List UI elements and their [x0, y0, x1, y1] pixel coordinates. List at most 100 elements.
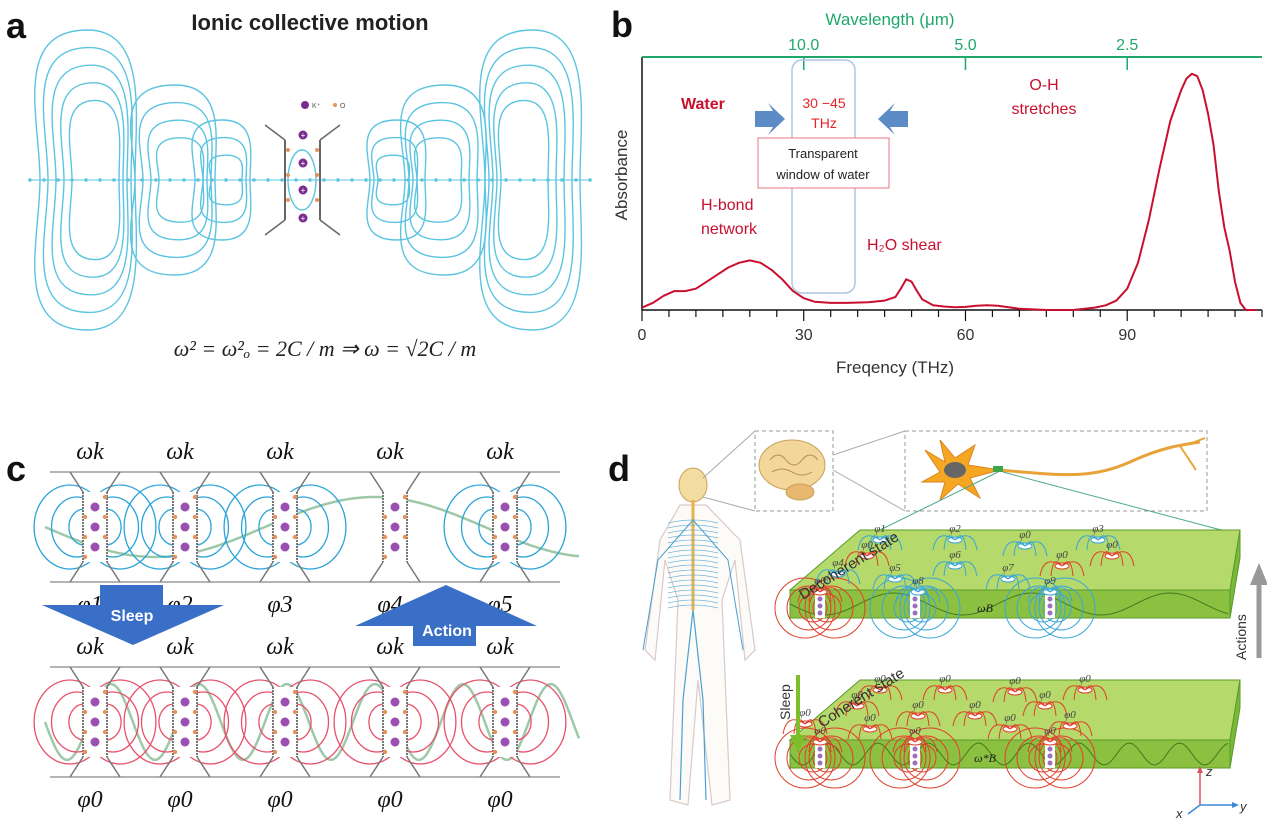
- hbond-label-line2: network: [701, 221, 758, 238]
- oxygen-atom: [82, 709, 88, 715]
- emitter-field-line: [872, 574, 896, 590]
- k-ion: [817, 760, 823, 766]
- sleep-arrow: Sleep: [42, 585, 224, 645]
- k-ion: [90, 502, 100, 512]
- top-axis-tick-label: 2.5: [1116, 37, 1138, 54]
- oh-label-line1: O-H: [1029, 77, 1058, 94]
- axis-dot: [294, 178, 298, 182]
- emitter-field-line: [1022, 701, 1046, 717]
- k-ion-plus: +: [301, 186, 306, 195]
- emitter-field-line: [932, 561, 956, 577]
- phase-label: φ0: [1044, 725, 1056, 737]
- channel-flare: [69, 471, 121, 583]
- channel-field: [786, 585, 832, 631]
- channel-field: [774, 727, 836, 789]
- k-ion: [390, 697, 400, 707]
- field-line-loop: [138, 101, 213, 259]
- axis-dot: [182, 178, 186, 182]
- phase-wave: [43, 682, 581, 762]
- window-unit-label: THz: [811, 115, 837, 131]
- emitter-field-line: [1073, 685, 1086, 701]
- axis-dot: [224, 178, 228, 182]
- slab-front-face: [789, 589, 1231, 619]
- head: [678, 467, 708, 503]
- emitter-field-line: [879, 685, 903, 701]
- channel-field: [1004, 577, 1066, 639]
- emitter-field-line: [943, 535, 956, 551]
- emitter-field-line: [868, 685, 881, 701]
- emitter-field-line: [1062, 685, 1086, 701]
- emitter-field-line: [819, 737, 843, 753]
- phase-label: φ0: [969, 699, 981, 711]
- phase-label: φ0: [77, 787, 102, 813]
- emitter-field-line: [1061, 561, 1085, 577]
- oxygen-atom: [172, 709, 178, 715]
- series-label-water: Water: [681, 96, 725, 113]
- oxygen-atom: [192, 709, 198, 715]
- phase-label: φ0: [874, 673, 886, 685]
- k-ion: [912, 760, 918, 766]
- brain-icon: [758, 439, 826, 501]
- emitter-field-line: [895, 587, 919, 603]
- channel-field: [812, 743, 842, 773]
- oxygen-atom: [492, 554, 498, 560]
- emitter-field-line: [1044, 701, 1068, 717]
- oxygen-atom: [382, 554, 388, 560]
- emitter-field-line: [914, 737, 938, 753]
- oxygen-atom: [102, 709, 108, 715]
- field-line-loop: [155, 137, 205, 223]
- phase-label: φ0: [939, 673, 951, 685]
- phase-label: φ5: [889, 562, 901, 574]
- field-line-loop: [493, 82, 558, 278]
- field-line-loop: [147, 119, 209, 241]
- channel-field: [808, 735, 854, 781]
- emitter-field-line: [866, 551, 890, 567]
- channel-field: [881, 585, 927, 631]
- emitter-field-line: [855, 551, 868, 567]
- membrane: [50, 471, 560, 583]
- oxygen-atom: [512, 729, 518, 735]
- k-ion: [390, 737, 400, 747]
- top-axis-tick-label: 10.0: [788, 37, 819, 54]
- oxygen-atom: [102, 689, 108, 695]
- axis-dot: [560, 178, 564, 182]
- oxygen-atom: [292, 729, 298, 735]
- legend-ion-label: K⁺: [312, 103, 321, 110]
- phase-label: φ1: [874, 523, 886, 535]
- channel-field: [907, 743, 937, 773]
- channel-flare: [159, 471, 211, 583]
- emitter-field-line: [932, 535, 956, 551]
- phase-label: φ0: [1009, 675, 1021, 687]
- k-ion: [280, 522, 290, 532]
- oxygen-atom: [102, 494, 108, 500]
- oxygen-atom: [292, 514, 298, 520]
- window-caption-line2: window of water: [775, 167, 870, 182]
- k-ion-plus: +: [301, 159, 306, 168]
- field-line-loop: [34, 29, 138, 331]
- channel-flare: [259, 666, 311, 778]
- axis-dot: [322, 178, 326, 182]
- emitter-field-line: [847, 724, 871, 740]
- k-ion: [298, 130, 308, 140]
- k-ion: [1047, 753, 1053, 759]
- omega-k-label: ωk: [266, 439, 294, 465]
- emitter-field-line: [894, 574, 918, 590]
- phase-label: φ0: [1106, 539, 1118, 551]
- phase-label: φ0: [487, 787, 512, 813]
- oxygen-atom: [402, 729, 408, 735]
- emitter-field-line: [892, 737, 916, 753]
- emitter-field-line: [1039, 561, 1063, 577]
- resonance-formula: ω² = ω²ₒ = 2C / m ⇒ ω = √2C / m: [173, 336, 477, 361]
- emitter-field-line: [1007, 574, 1031, 590]
- oxygen-atom: [315, 173, 319, 177]
- k-ion: [500, 697, 510, 707]
- emitter-field-line: [808, 737, 821, 753]
- nerve: [667, 584, 719, 589]
- top-axis-tick-label: 5.0: [954, 37, 976, 54]
- channel-field: [903, 585, 949, 631]
- k-ion: [817, 746, 823, 752]
- emitter-field-line: [857, 685, 881, 701]
- oxygen-atom: [402, 534, 408, 540]
- emitter-field-line: [917, 711, 941, 727]
- k-ion: [1047, 610, 1053, 616]
